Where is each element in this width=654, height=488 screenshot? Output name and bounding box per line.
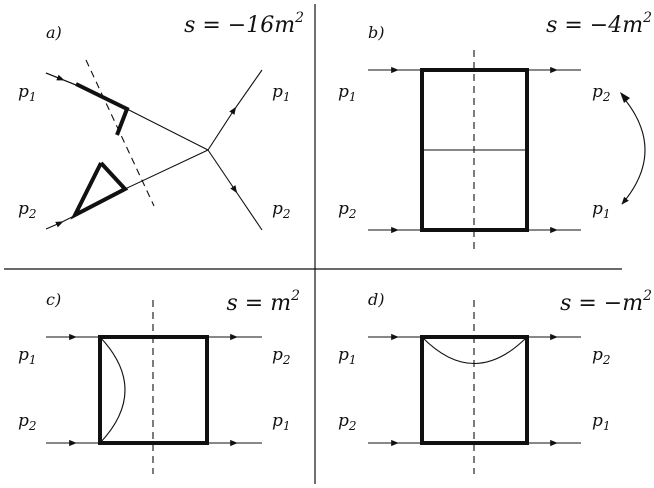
panel-d-label-top-left: p1 bbox=[338, 345, 357, 367]
panel-d-tag: d) bbox=[368, 290, 384, 309]
panel-c-label-bottom-left: p2 bbox=[18, 411, 37, 433]
panel-b-swap-arrow bbox=[621, 95, 646, 205]
panel-a-label-top-right: p1 bbox=[272, 82, 291, 104]
panel-b-swap-arrow-head-top bbox=[620, 92, 630, 103]
panel-c-tag: c) bbox=[46, 290, 61, 309]
panel-a-cut-line bbox=[85, 59, 155, 207]
panel-a-internal-line-top bbox=[126, 108, 209, 151]
panel-a-s-value: s = −16m2 bbox=[184, 10, 304, 38]
panel-d: d) s = −m2 p1 p2 p2 p1 bbox=[338, 288, 652, 474]
panel-c-label-top-left: p1 bbox=[18, 345, 37, 367]
panel-c-label-bottom-right: p1 bbox=[272, 411, 291, 433]
panel-a-leg-p2-out bbox=[207, 149, 263, 231]
panel-b: b) s = −4m2 p1 p2 p2 p1 bbox=[338, 10, 652, 250]
panel-d-label-top-right: p2 bbox=[592, 345, 611, 367]
panel-a-thick-line-lower bbox=[70, 161, 129, 220]
panel-c-internal-arc bbox=[99, 336, 126, 444]
panel-a-label-top-left: p1 bbox=[18, 82, 37, 104]
panel-b-s-value: s = −4m2 bbox=[546, 10, 652, 38]
panel-a-label-bottom-left: p2 bbox=[18, 199, 37, 221]
panel-c-s-value: s = m2 bbox=[227, 288, 301, 316]
panel-a-leg-p1-in-arrow bbox=[45, 72, 77, 86]
panel-d-label-bottom-left: p2 bbox=[338, 411, 357, 433]
panel-c-label-top-right: p2 bbox=[272, 345, 291, 367]
panel-a-leg-p1-out bbox=[207, 69, 263, 151]
panel-a-leg-p2-in bbox=[45, 215, 75, 230]
panel-b-label-bottom-left: p2 bbox=[338, 199, 357, 221]
panel-a-tag: a) bbox=[46, 23, 62, 42]
panel-b-tag: b) bbox=[368, 23, 384, 42]
panel-b-label-top-left: p1 bbox=[338, 82, 357, 104]
panel-d-s-value: s = −m2 bbox=[560, 288, 652, 316]
panel-b-label-top-right: p2 bbox=[592, 82, 611, 104]
panel-a-internal-line-bottom bbox=[124, 149, 209, 190]
panel-a: a) s = −16m2 p1 p2 p1 p2 bbox=[18, 10, 304, 231]
panel-d-label-bottom-right: p1 bbox=[592, 411, 611, 433]
panel-b-label-bottom-right: p1 bbox=[592, 199, 611, 221]
panel-c: c) s = m2 p1 p2 p2 p1 bbox=[18, 288, 300, 474]
panel-a-thick-line-upper bbox=[75, 82, 130, 136]
panel-a-label-bottom-right: p2 bbox=[272, 199, 291, 221]
